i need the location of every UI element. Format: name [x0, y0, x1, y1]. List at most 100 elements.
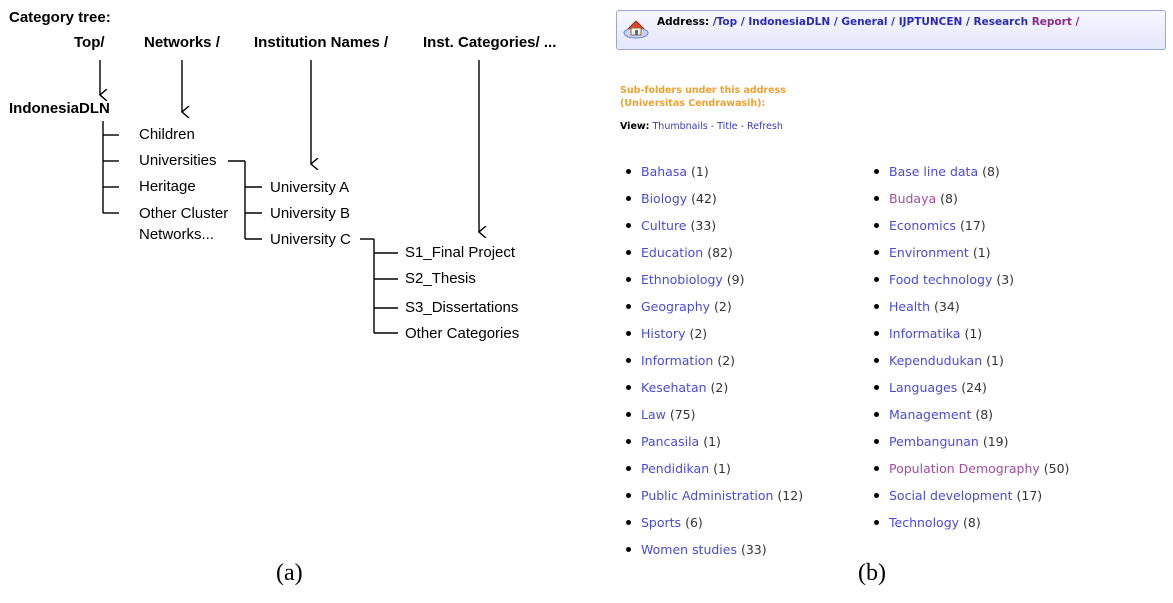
bullet-icon — [626, 520, 631, 525]
bullet-icon — [626, 358, 631, 363]
view-sep: - — [737, 121, 747, 132]
address-link-ijptuncen[interactable]: IJPTUNCEN — [898, 16, 963, 28]
level-label-networks: Networks / — [144, 34, 220, 51]
folder-link[interactable]: Health — [889, 299, 931, 314]
folder-link[interactable]: Economics — [889, 218, 957, 233]
folder-list-item: History (2) — [626, 325, 803, 352]
category-s3: S3_Dissertations — [405, 299, 519, 316]
bullet-icon — [874, 412, 879, 417]
bullet-icon — [874, 466, 879, 471]
folder-link[interactable]: Biology — [641, 191, 688, 206]
view-label: View: — [620, 121, 650, 132]
folder-list-item: Social development (17) — [874, 487, 1069, 514]
bullet-icon — [626, 169, 631, 174]
folder-list-item: Management (8) — [874, 406, 1069, 433]
folder-list-item: Informatika (1) — [874, 325, 1069, 352]
folder-link[interactable]: Kesehatan — [641, 380, 707, 395]
bullet-icon — [626, 385, 631, 390]
view-thumbnails-link[interactable]: Thumbnails — [652, 121, 708, 132]
folder-count: (1) — [964, 326, 983, 341]
folder-link[interactable]: Ethnobiology — [641, 272, 723, 287]
folder-link[interactable]: Technology — [889, 515, 960, 530]
category-s1: S1_Final Project — [405, 244, 516, 261]
universities-branches — [228, 160, 262, 240]
subfolders-title: Sub-folders under this address (Universi… — [620, 84, 880, 110]
folder-list-item: Bahasa (1) — [626, 163, 803, 190]
bullet-icon — [626, 223, 631, 228]
folder-list-item: Geography (2) — [626, 298, 803, 325]
folder-link[interactable]: Sports — [641, 515, 682, 530]
folder-link[interactable]: Law — [641, 407, 666, 422]
folder-count: (8) — [982, 164, 1000, 179]
folder-link[interactable]: Pendidikan — [641, 461, 710, 476]
folder-link[interactable]: Women studies — [641, 542, 737, 557]
level-label-top: Top/ — [74, 34, 105, 51]
folder-count: (24) — [961, 380, 987, 395]
folder-link[interactable]: Base line data — [889, 164, 979, 179]
folder-link[interactable]: Management — [889, 407, 972, 422]
folder-count: (1) — [703, 434, 721, 449]
bullet-icon — [874, 304, 879, 309]
folder-list-item: Languages (24) — [874, 379, 1069, 406]
bullet-icon — [626, 304, 631, 309]
view-refresh-link[interactable]: Refresh — [747, 121, 783, 132]
folder-count: (2) — [717, 353, 736, 368]
folder-list-column-1: Bahasa (1)Biology (42)Culture (33)Educat… — [626, 163, 803, 568]
address-sep: / — [962, 16, 974, 28]
folder-list-item: Culture (33) — [626, 217, 803, 244]
folder-count: (8) — [975, 407, 994, 422]
folder-link[interactable]: Culture — [641, 218, 687, 233]
address-link-top[interactable]: /Top — [712, 16, 738, 28]
address-link-indonesiadln[interactable]: IndonesiaDLN — [748, 16, 831, 28]
subfolders-title-line2: (Universitas Cendrawasih): — [620, 98, 766, 109]
address-link-research[interactable]: Research — [973, 16, 1029, 28]
bullet-icon — [626, 250, 631, 255]
folder-link[interactable]: Pembangunan — [889, 434, 979, 449]
folder-count: (8) — [963, 515, 981, 530]
folder-list-item: Education (82) — [626, 244, 803, 271]
folder-link[interactable]: Social development — [889, 488, 1013, 503]
bullet-icon — [874, 439, 879, 444]
institution-a: University A — [270, 179, 350, 196]
folder-link[interactable]: Education — [641, 245, 704, 260]
folder-link[interactable]: Environment — [889, 245, 969, 260]
folder-count: (1) — [713, 461, 731, 476]
bullet-icon — [874, 331, 879, 336]
bullet-icon — [874, 223, 879, 228]
root-branches — [102, 121, 119, 214]
folder-count: (50) — [1043, 461, 1070, 476]
folder-link[interactable]: Public Administration — [641, 488, 774, 503]
network-children: Children — [139, 126, 195, 143]
institution-c: University C — [270, 231, 351, 248]
folder-count: (9) — [726, 272, 745, 287]
folder-count: (33) — [690, 218, 717, 233]
folder-count: (82) — [707, 245, 733, 260]
folder-link[interactable]: Kependudukan — [889, 353, 983, 368]
folder-count: (12) — [777, 488, 804, 503]
address-link-report[interactable]: Report / — [1031, 16, 1080, 28]
tree-lines — [0, 60, 580, 334]
folder-link[interactable]: Budaya — [889, 191, 937, 206]
university-c-branches — [360, 238, 398, 334]
folder-list-item: Environment (1) — [874, 244, 1069, 271]
folder-link[interactable]: History — [641, 326, 686, 341]
home-icon[interactable] — [623, 17, 649, 39]
folder-list-item: Health (34) — [874, 298, 1069, 325]
address-link-general[interactable]: General — [841, 16, 888, 28]
folder-link[interactable]: Languages — [889, 380, 958, 395]
network-heritage: Heritage — [139, 178, 196, 195]
folder-list-item: Economics (17) — [874, 217, 1069, 244]
bullet-icon — [626, 547, 631, 552]
folder-link[interactable]: Bahasa — [641, 164, 687, 179]
folder-link[interactable]: Pancasila — [641, 434, 700, 449]
folder-link[interactable]: Population Demography — [889, 461, 1040, 476]
folder-link[interactable]: Food technology — [889, 272, 993, 287]
address-sep: / — [737, 16, 749, 28]
view-title-link[interactable]: Title — [717, 121, 738, 132]
folder-link[interactable]: Informatika — [889, 326, 961, 341]
folder-link[interactable]: Geography — [641, 299, 711, 314]
folder-count: (42) — [691, 191, 717, 206]
folder-link[interactable]: Information — [641, 353, 714, 368]
bullet-icon — [874, 169, 879, 174]
bullet-icon — [626, 412, 631, 417]
